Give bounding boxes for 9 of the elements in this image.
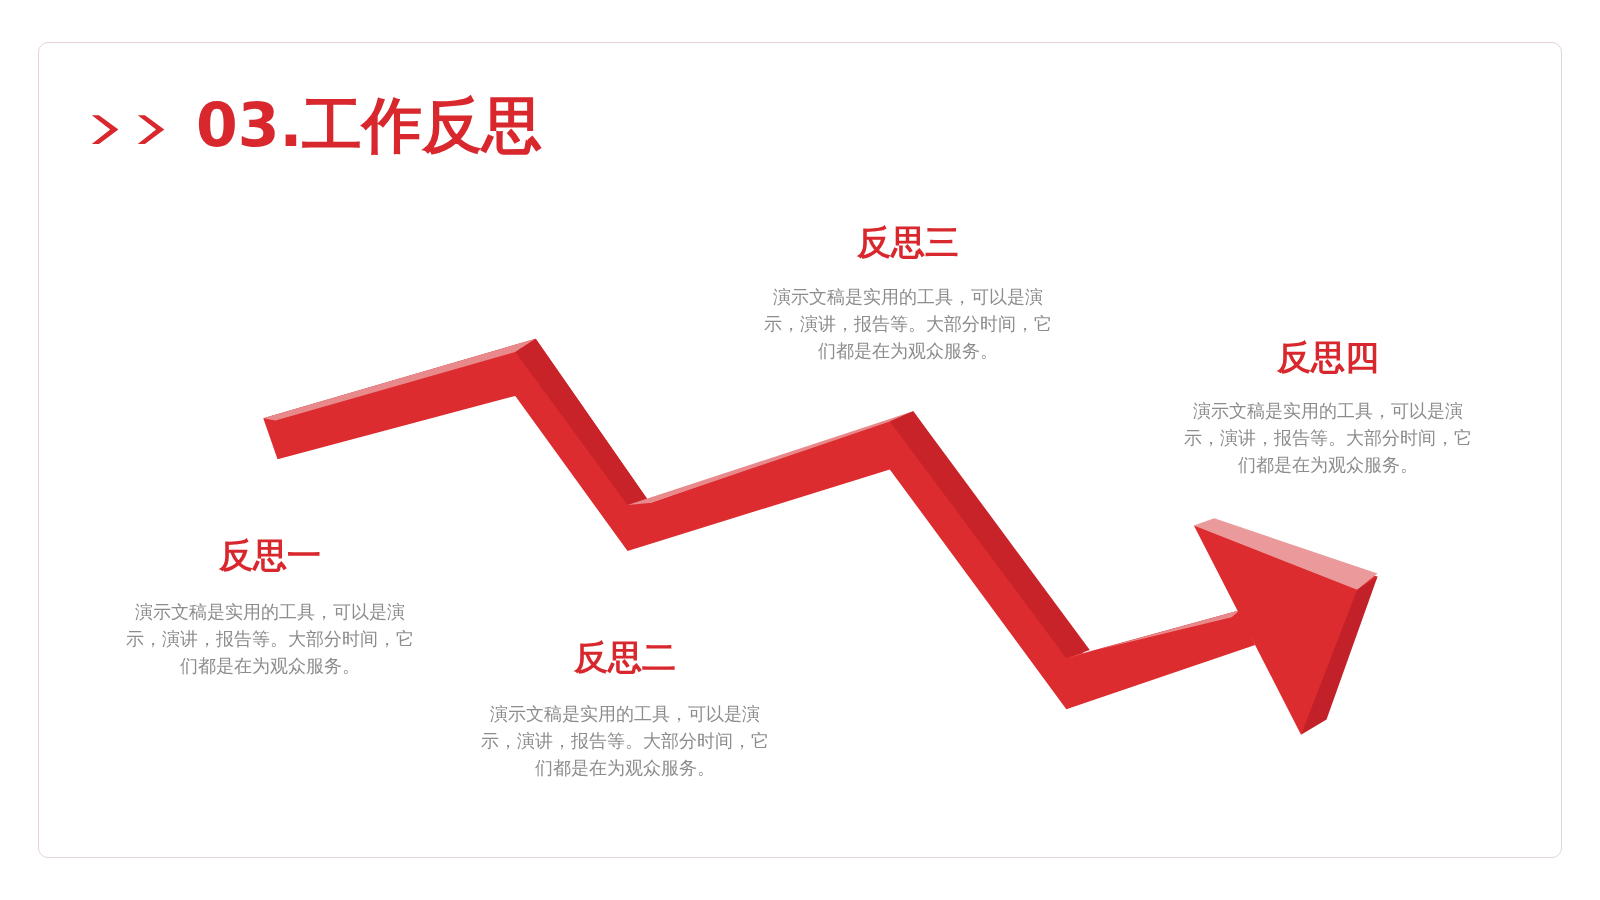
description-text: 演示文稿是实用的工具，可以是演示，演讲，报告等。大部分时间，它们都是在为观众服务。	[125, 600, 415, 678]
heading-text: 反思三	[857, 222, 959, 263]
description-text: 演示文稿是实用的工具，可以是演示，演讲，报告等。大部分时间，它们都是在为观众服务。	[763, 285, 1053, 363]
heading-text: 反思一	[219, 535, 321, 576]
heading-text: 反思二	[574, 637, 676, 678]
slide-title: 03.工作反思	[196, 92, 543, 158]
description-text: 演示文稿是实用的工具，可以是演示，演讲，报告等。大部分时间，它们都是在为观众服务。	[480, 702, 770, 780]
description-text: 演示文稿是实用的工具，可以是演示，演讲，报告等。大部分时间，它们都是在为观众服务。	[1183, 399, 1473, 477]
heading-text: 反思四	[1277, 337, 1379, 378]
